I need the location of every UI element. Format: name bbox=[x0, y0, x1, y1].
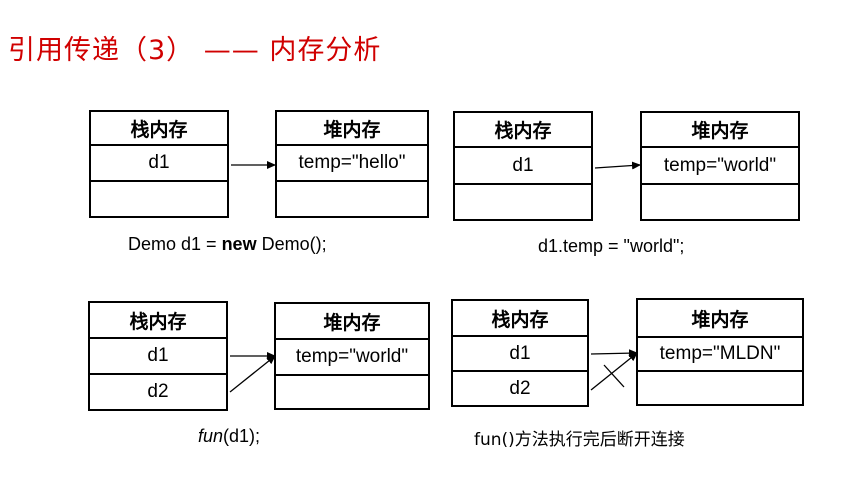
heap-header: 堆内存 bbox=[636, 298, 804, 338]
stack-cell: d1 bbox=[451, 335, 589, 372]
heap-table-2: 堆内存 temp="world" bbox=[640, 111, 800, 221]
caption-2: d1.temp = "world"; bbox=[538, 236, 685, 256]
slide-title: 引用传递（3） —— 内存分析 bbox=[8, 35, 382, 66]
caption-4: fun()方法执行完后断开连接 bbox=[474, 430, 685, 450]
stack-cell: d2 bbox=[451, 370, 589, 407]
caption-function: fun bbox=[198, 426, 224, 446]
break-mark bbox=[603, 364, 625, 388]
stack-header: 栈内存 bbox=[451, 299, 589, 337]
stack-cell: d2 bbox=[88, 373, 228, 411]
heap-cell: temp="hello" bbox=[275, 144, 429, 182]
heap-cell: temp="MLDN" bbox=[636, 336, 804, 372]
caption-code: Demo d1 = bbox=[128, 234, 222, 254]
stack-cell bbox=[89, 180, 229, 218]
heap-cell bbox=[636, 370, 804, 406]
heap-cell bbox=[274, 374, 430, 410]
stack-header: 栈内存 bbox=[88, 301, 228, 339]
heap-cell: temp="world" bbox=[274, 338, 430, 376]
arrow-d2-to-heap-broken bbox=[590, 352, 638, 391]
caption-keyword: new bbox=[221, 234, 257, 254]
caption-code: (d1); bbox=[223, 426, 261, 446]
stack-cell: d1 bbox=[88, 337, 228, 375]
heap-table-3: 堆内存 temp="world" bbox=[274, 302, 430, 410]
heap-table-1: 堆内存 temp="hello" bbox=[275, 110, 429, 218]
stack-header: 栈内存 bbox=[89, 110, 229, 146]
heap-cell: temp="world" bbox=[640, 146, 800, 185]
caption-code: Demo(); bbox=[256, 234, 327, 254]
stack-table-1: 栈内存 d1 bbox=[89, 110, 229, 218]
arrow-d1-to-heap bbox=[594, 161, 641, 170]
stack-cell: d1 bbox=[453, 146, 593, 185]
caption-3: fun(d1); bbox=[198, 426, 260, 447]
stack-cell bbox=[453, 183, 593, 221]
stack-table-3: 栈内存 d1 d2 bbox=[88, 301, 228, 411]
arrow-d1-to-heap bbox=[590, 349, 638, 358]
arrow-d2-to-heap bbox=[229, 355, 276, 393]
stack-header: 栈内存 bbox=[453, 111, 593, 148]
stack-table-2: 栈内存 d1 bbox=[453, 111, 593, 221]
caption-1: Demo d1 = new Demo(); bbox=[128, 234, 327, 255]
heap-cell bbox=[640, 183, 800, 221]
stack-cell: d1 bbox=[89, 144, 229, 182]
heap-header: 堆内存 bbox=[275, 110, 429, 146]
heap-table-4: 堆内存 temp="MLDN" bbox=[636, 298, 804, 406]
heap-header: 堆内存 bbox=[640, 111, 800, 148]
heap-cell bbox=[275, 180, 429, 218]
heap-header: 堆内存 bbox=[274, 302, 430, 340]
stack-table-4: 栈内存 d1 d2 bbox=[451, 299, 589, 407]
